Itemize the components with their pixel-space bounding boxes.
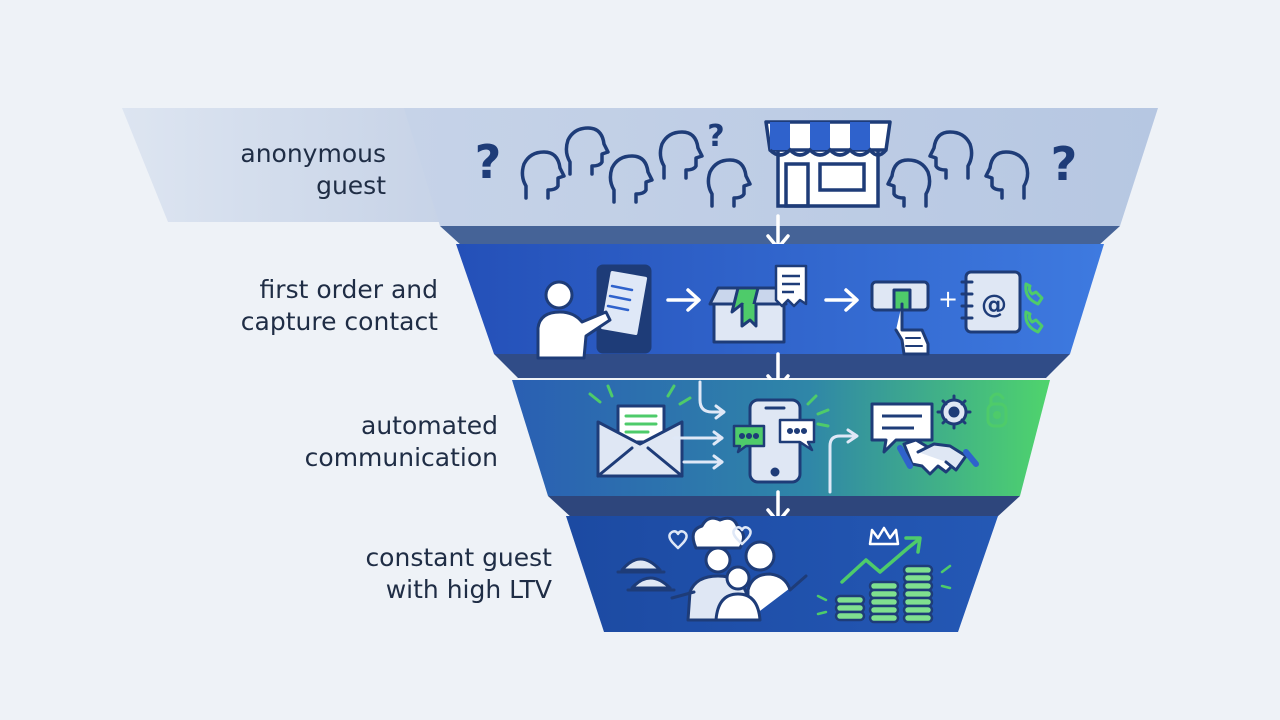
- question-mark-icon: ?: [475, 135, 502, 189]
- person-head-icon: [928, 130, 974, 180]
- stage-2-shadow: [494, 354, 1070, 378]
- handshake-icon: [897, 438, 979, 476]
- question-mark-icon: ?: [1051, 137, 1078, 191]
- crown-icon: [868, 526, 900, 546]
- sparkle-icon: [588, 384, 692, 406]
- stage-2-label-line-2: capture contact: [241, 307, 438, 336]
- stage-1-label-line-1: anonymous: [240, 139, 386, 168]
- coin-stack-icon: [834, 564, 934, 624]
- stage-4-band: [566, 516, 998, 632]
- stage-anonymous-guest: anonymous guest ? ? ?: [122, 108, 1158, 246]
- stage-1-shadow: [440, 226, 1120, 246]
- contact-book-icon: [960, 270, 1022, 334]
- card-payment-icon: [870, 280, 930, 356]
- stage-4-label-line-2: with high LTV: [386, 575, 552, 604]
- gear-icon: [936, 394, 972, 430]
- receipt-icon: [774, 264, 808, 308]
- arrow-right-icon: [824, 288, 859, 312]
- delivery-box-icon: [708, 286, 788, 344]
- person-head-icon: [886, 158, 932, 208]
- stage-1-label-line-2: guest: [316, 171, 386, 200]
- person-head-icon: [658, 130, 704, 180]
- storefront-icon: [764, 120, 892, 208]
- flow-connector: [672, 380, 859, 494]
- stage-4-label-line-1: constant guest: [365, 543, 552, 572]
- sparkle-icon: [816, 564, 952, 616]
- stage-2-label-line-1: first order and: [260, 275, 438, 304]
- question-mark-icon: ?: [707, 119, 724, 154]
- kiosk-user-icon: [536, 264, 652, 360]
- growth-trend-icon: [840, 536, 922, 584]
- chat-bubble-icon: [732, 424, 766, 454]
- stage-1-label-band: [122, 108, 440, 222]
- heart-icon: [668, 526, 752, 550]
- phone-icon: [1024, 282, 1044, 334]
- plus-icon: +: [938, 285, 958, 313]
- person-head-icon: [564, 126, 610, 176]
- person-head-icon: [608, 154, 654, 204]
- person-head-icon: [984, 150, 1030, 200]
- lock-icon: [986, 392, 1008, 428]
- sparkle-icon: [806, 394, 830, 428]
- stage-first-order: first order and capture contact: [241, 244, 1104, 378]
- person-head-icon: [706, 158, 752, 208]
- chat-bubble-icon: [778, 418, 816, 452]
- stage-3-label-line-1: automated: [361, 411, 498, 440]
- at-sign-icon: @: [981, 290, 1007, 320]
- person-head-icon: [520, 150, 566, 200]
- arrow-right-icon: [666, 288, 701, 312]
- stage-constant-guest: constant guest with high LTV: [365, 516, 998, 632]
- stage-automated-communication: automated communication: [305, 380, 1050, 518]
- restaurant-staff-icon: [616, 516, 808, 622]
- envelope-icon: [596, 404, 684, 478]
- stage-3-label-line-2: communication: [305, 443, 498, 472]
- stage-3-shadow: [548, 496, 1020, 518]
